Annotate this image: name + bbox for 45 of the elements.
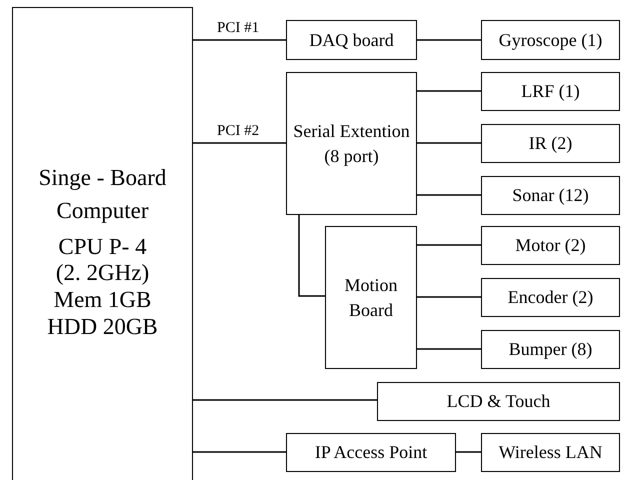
connector-line xyxy=(417,39,481,41)
box-label: Wireless LAN xyxy=(498,441,602,464)
connector-line xyxy=(193,451,286,453)
component-box xyxy=(481,176,620,215)
box-label: Sonar (12) xyxy=(512,184,589,208)
component-box xyxy=(481,278,620,317)
component-box xyxy=(481,226,620,265)
component-box xyxy=(325,226,417,369)
box-label: IR (2) xyxy=(528,132,572,156)
component-box xyxy=(286,433,456,472)
connector-line xyxy=(193,142,286,144)
connector-line xyxy=(193,39,286,41)
connector-line xyxy=(417,244,481,246)
box-label: Motor (2) xyxy=(515,234,586,258)
component-box xyxy=(286,72,417,215)
box-label: Mem 1GB xyxy=(54,287,152,314)
component-box xyxy=(481,72,620,111)
box-label: Gyroscope (1) xyxy=(498,28,602,52)
component-box xyxy=(481,20,620,60)
box-label: IP Access Point xyxy=(314,441,428,464)
computer-box xyxy=(12,7,193,480)
box-label: (2. 2GHz) xyxy=(56,260,150,288)
component-box xyxy=(481,124,620,163)
component-box xyxy=(481,433,620,472)
box-label: Serial Extention (8 port) xyxy=(292,120,411,168)
box-label: LCD & Touch xyxy=(446,390,550,414)
box-label: LRF (1) xyxy=(521,80,580,104)
connector-line xyxy=(417,194,481,196)
connector-line xyxy=(417,90,481,92)
box-label: Encoder (2) xyxy=(508,286,594,310)
connector-line xyxy=(417,142,481,144)
connector-line xyxy=(298,215,325,297)
connector-line xyxy=(456,451,481,453)
component-box xyxy=(377,382,620,421)
box-label: Motion Board xyxy=(343,274,398,322)
box-label: HDD 20GB xyxy=(47,314,158,340)
component-box xyxy=(286,20,417,60)
connector-line xyxy=(193,399,377,401)
connector-line xyxy=(417,296,481,298)
box-label: CPU P- 4 xyxy=(58,234,147,260)
component-box xyxy=(481,330,620,369)
box-label: Singe - Board Computer xyxy=(38,164,168,226)
box-label: DAQ board xyxy=(309,28,394,52)
connector-line xyxy=(417,348,481,350)
box-label: Bumper (8) xyxy=(508,338,592,362)
